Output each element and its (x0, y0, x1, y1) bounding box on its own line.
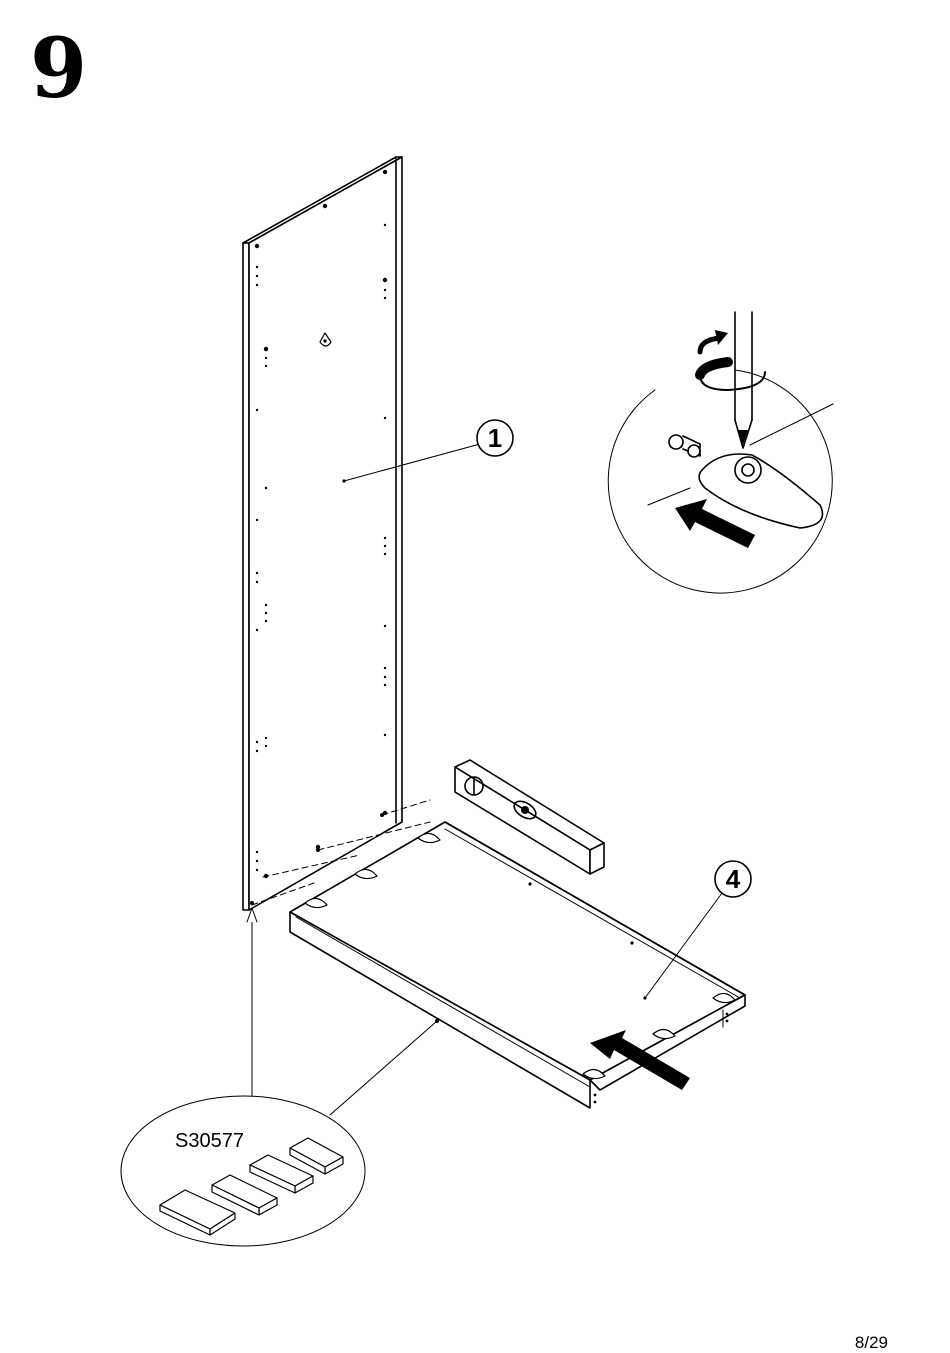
rotate-arrow-icon (700, 330, 765, 390)
side-panel (243, 157, 402, 910)
part-1-callout: 1 (477, 420, 513, 456)
cam-lock-detail (608, 312, 833, 593)
hardware-code: S30577 (175, 1130, 244, 1152)
part-1-label: 1 (488, 423, 502, 453)
shim-wedge-icon (160, 1138, 343, 1235)
bottom-panel (290, 822, 745, 1108)
part-4-callout: 4 (715, 861, 751, 897)
part-4-label: 4 (726, 864, 741, 894)
screwdriver-icon (735, 312, 752, 448)
page-number: 8/29 (855, 1333, 888, 1353)
